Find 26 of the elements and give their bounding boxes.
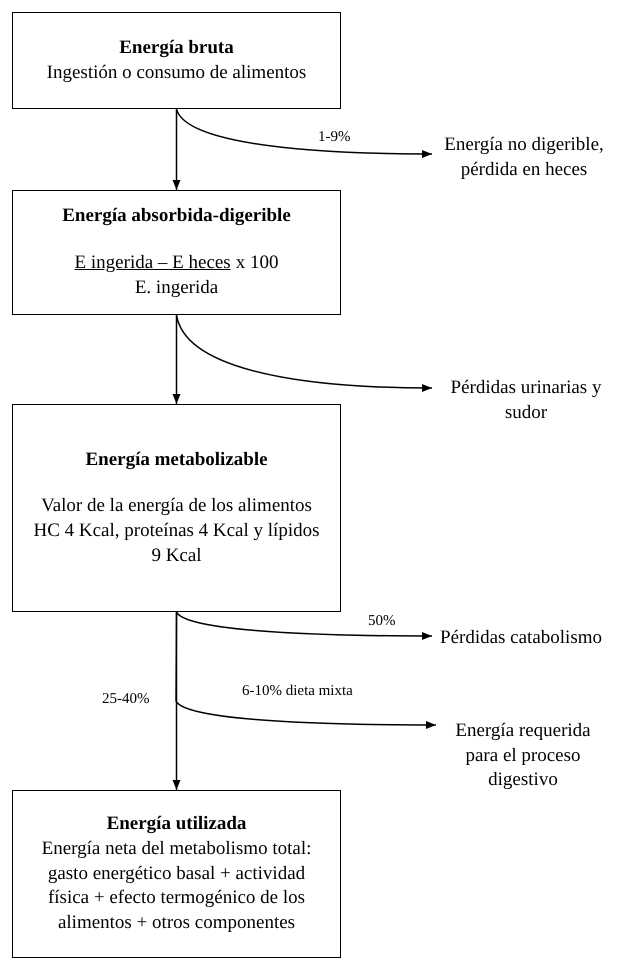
box-heading: Energía utilizada <box>106 812 246 836</box>
arrow <box>176 611 432 640</box>
box-heading: Energía absorbida-digerible <box>62 204 291 228</box>
box-description: Ingestión o consumo de alimentos <box>46 60 306 84</box>
process-box <box>12 12 341 109</box>
box-heading: Energía bruta <box>119 36 234 60</box>
process-box <box>12 790 341 958</box>
outcome-text: Pérdidas catabolismo <box>440 626 602 650</box>
arrow <box>175 612 436 729</box>
arrow <box>172 612 180 790</box>
box-heading: Energía metabolizable <box>85 448 268 472</box>
outcome-text: Pérdidas urinarias y sudor <box>450 376 602 425</box>
box-description: Energía neta del metabolismo total: gasto energético basal + actividad física + efecto termogénico de los alimentos + otros componentes <box>40 836 312 936</box>
outcome-text: Energía requerida para el proceso digestivo <box>454 718 592 792</box>
arrow <box>172 109 180 190</box>
formula-denominator: E. ingerida <box>134 276 218 300</box>
formula-numerator: E ingerida – E heces <box>74 251 231 276</box>
outcome-text: Energía no digerible, pérdida en heces <box>443 133 605 182</box>
box-description: Valor de la energía de los alimentos <box>41 494 312 518</box>
formula-factor: x 100 <box>236 251 278 276</box>
process-box <box>12 404 341 612</box>
arrow <box>176 314 432 392</box>
arrow <box>176 108 432 158</box>
process-box <box>12 190 341 315</box>
arrow <box>172 315 180 404</box>
box-description: HC 4 Kcal, proteínas 4 Kcal y lípidos 9 Kcal <box>33 519 320 568</box>
